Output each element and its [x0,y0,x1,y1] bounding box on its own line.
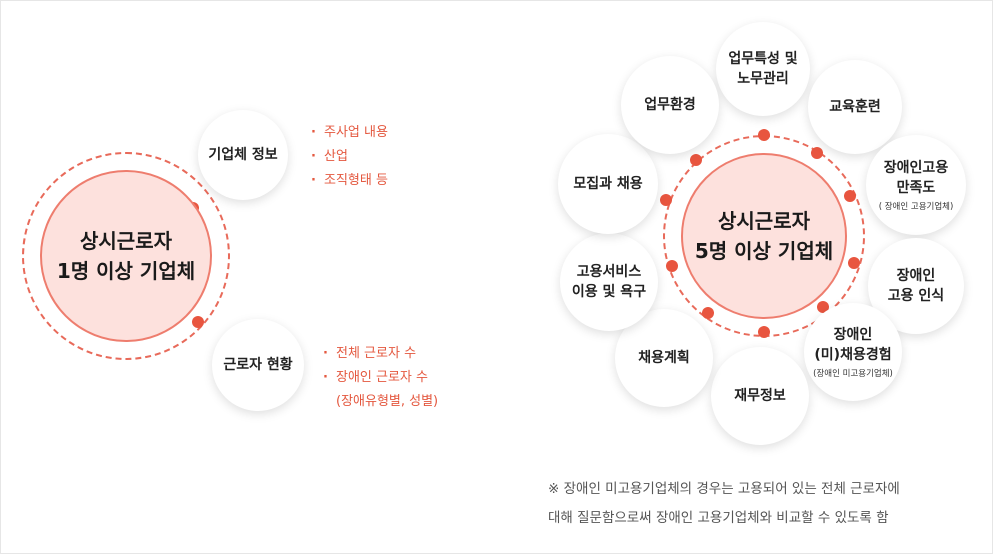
node-line: 노무관리 [737,71,789,87]
node-hiring-experience: 장애인 (미)채용경험 (장애인 미고용기업체) [804,303,902,401]
node-line: 고용서비스 [576,264,642,280]
node-note: ( 장애인 고용기업체) [878,201,954,212]
worker-status-bullet: 전체 근로자 수 [320,342,438,366]
right-center-line2: 5명 이상 기업체 [694,239,834,263]
company-info-bullet: 조직형태 등 [308,169,388,193]
worker-status-bullet: 장애인 근로자 수 (장애유형별, 성별) [320,366,438,414]
right-ring-dot [660,194,672,206]
node-line: 재무정보 [734,388,786,404]
node-line: 업무특성 및 [728,51,798,67]
node-line: 모집과 채용 [573,176,643,192]
left-center-line2: 1명 이상 기업체 [56,259,196,283]
node-line: 이용 및 욕구 [571,284,647,300]
node-education-training: 교육훈련 [808,60,902,154]
node-employment-awareness: 장애인 고용 인식 [868,238,964,334]
right-ring-dot [811,147,823,159]
node-note: (장애인 미고용기업체) [813,368,893,379]
node-line: 장애인 [896,268,936,284]
left-ring-dot-bottom [192,316,204,328]
right-ring-dot [666,260,678,272]
footnote: ※ 장애인 미고용기업체의 경우는 고용되어 있는 전체 근로자에 대해 질문함… [548,475,900,533]
right-ring-dot [758,129,770,141]
right-ring-dot [758,326,770,338]
worker-status-bullet-text: 장애인 근로자 수 [336,370,428,385]
worker-status-bullet-text: 전체 근로자 수 [336,346,417,361]
worker-status-circle: 근로자 현황 [212,319,304,411]
left-center-circle: 상시근로자 1명 이상 기업체 [40,170,212,342]
right-ring-dot [702,307,714,319]
node-line: 채용계획 [638,350,690,366]
node-work-characteristics: 업무특성 및 노무관리 [716,22,810,116]
node-financial-info: 재무정보 [711,347,809,445]
footnote-line: ※ 장애인 미고용기업체의 경우는 고용되어 있는 전체 근로자에 [548,481,900,497]
node-line: 장애인고용 [883,159,949,176]
company-info-bullets: 주사업 내용 산업 조직형태 등 [308,121,388,193]
worker-status-bullets: 전체 근로자 수 장애인 근로자 수 (장애유형별, 성별) [320,342,438,414]
node-line: 고용 인식 [887,288,945,304]
node-work-environment: 업무환경 [621,56,719,154]
left-center-line1: 상시근로자 [80,229,172,253]
right-center-line1: 상시근로자 [718,209,810,233]
node-employment-services: 고용서비스 이용 및 욕구 [560,233,658,331]
node-recruitment: 모집과 채용 [558,134,658,234]
node-employment-satisfaction: 장애인고용 만족도 ( 장애인 고용기업체) [866,135,966,235]
company-info-bullet: 주사업 내용 [308,121,388,145]
company-info-label: 기업체 정보 [208,147,278,163]
company-info-bullet: 산업 [308,145,388,169]
worker-status-label: 근로자 현황 [223,357,293,373]
company-info-circle: 기업체 정보 [198,110,288,200]
right-ring-dot [690,154,702,166]
node-line: 장애인 [833,326,873,343]
node-line: 업무환경 [644,97,696,113]
node-line: 만족도 [896,179,936,196]
right-center-circle: 상시근로자 5명 이상 기업체 [681,153,847,319]
node-line: (미)채용경험 [814,346,892,363]
footnote-line: 대해 질문함으로써 장애인 고용기업체와 비교할 수 있도록 함 [548,510,889,526]
left-dashed-ring [22,152,230,360]
right-ring-dot [844,190,856,202]
node-line: 교육훈련 [829,99,881,115]
right-ring-dot [848,257,860,269]
worker-status-bullet-cont: (장애유형별, 성별) [336,394,439,409]
